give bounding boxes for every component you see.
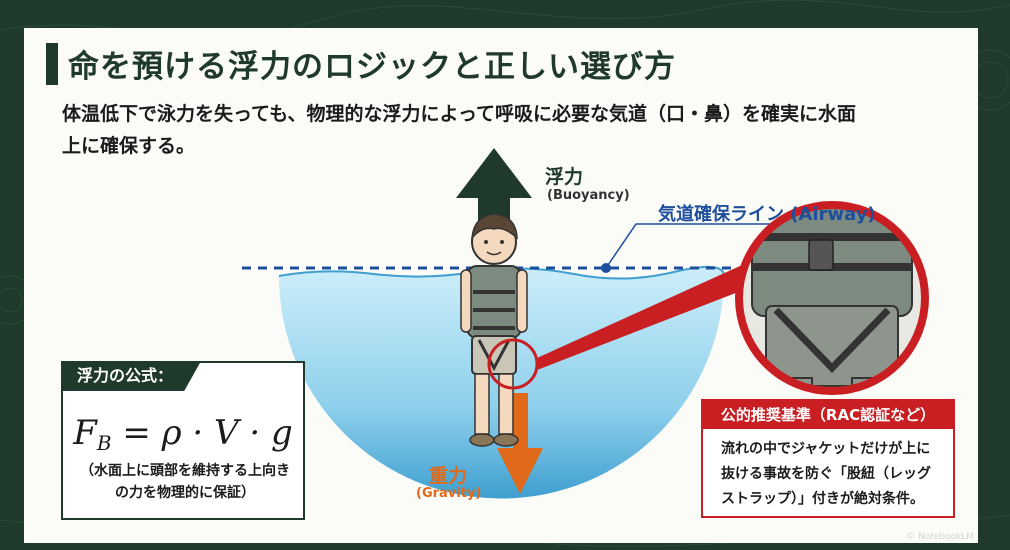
buoyancy-diagram (242, 148, 929, 499)
page-title: 命を預ける浮力のロジックと正しい選び方 (68, 49, 676, 85)
gravity-label: 重力 (429, 465, 468, 487)
zoom-connector (537, 256, 769, 370)
leg-strap-zoom-view (735, 201, 929, 395)
rac-standard-tag: 公的推奨基準（RAC認証など） (703, 401, 953, 429)
airway-label: 気道確保ライン (Airway) (658, 204, 876, 225)
subtitle: 体温低下で泳力を失っても、物理的な浮力によって呼吸に必要な気道（口・鼻）を確実に… (62, 103, 857, 157)
gravity-label-en: (Gravity) (416, 486, 482, 501)
rac-standard-box: 公的推奨基準（RAC認証など） 流れの中でジャケットだけが上に抜ける事故を防ぐ「… (701, 399, 955, 518)
buoyancy-label-en: (Buoyancy) (547, 188, 630, 203)
equation-subscript: B (96, 431, 112, 455)
watermark: © NotebookLM (906, 532, 974, 542)
formula-note: （水面上に頭部を維持する上向きの力を物理的に保証） (80, 463, 290, 501)
infographic-card: 命を預ける浮力のロジックと正しい選び方 体温低下で泳力を失っても、物理的な浮力に… (24, 28, 978, 543)
title-accent-bar (46, 43, 58, 85)
rac-standard-text: 流れの中でジャケットだけが上に抜ける事故を防ぐ「股紐（レッグストラップ）」付きが… (721, 441, 931, 507)
equation-rhs: = ρ · V · g (111, 413, 293, 453)
buoyancy-equation: FB = ρ · V · g (63, 413, 303, 455)
formula-tag: 浮力の公式： (61, 361, 202, 391)
buoyancy-label: 浮力 (545, 166, 584, 188)
child-with-lifejacket-figure (460, 213, 528, 447)
gravity-arrow (497, 393, 543, 494)
buoyancy-formula-box: 浮力の公式： FB = ρ · V · g （水面上に頭部を維持する上向きの力を… (61, 361, 305, 520)
equation-force-symbol: F (73, 413, 97, 453)
buoyancy-arrow (456, 148, 532, 242)
